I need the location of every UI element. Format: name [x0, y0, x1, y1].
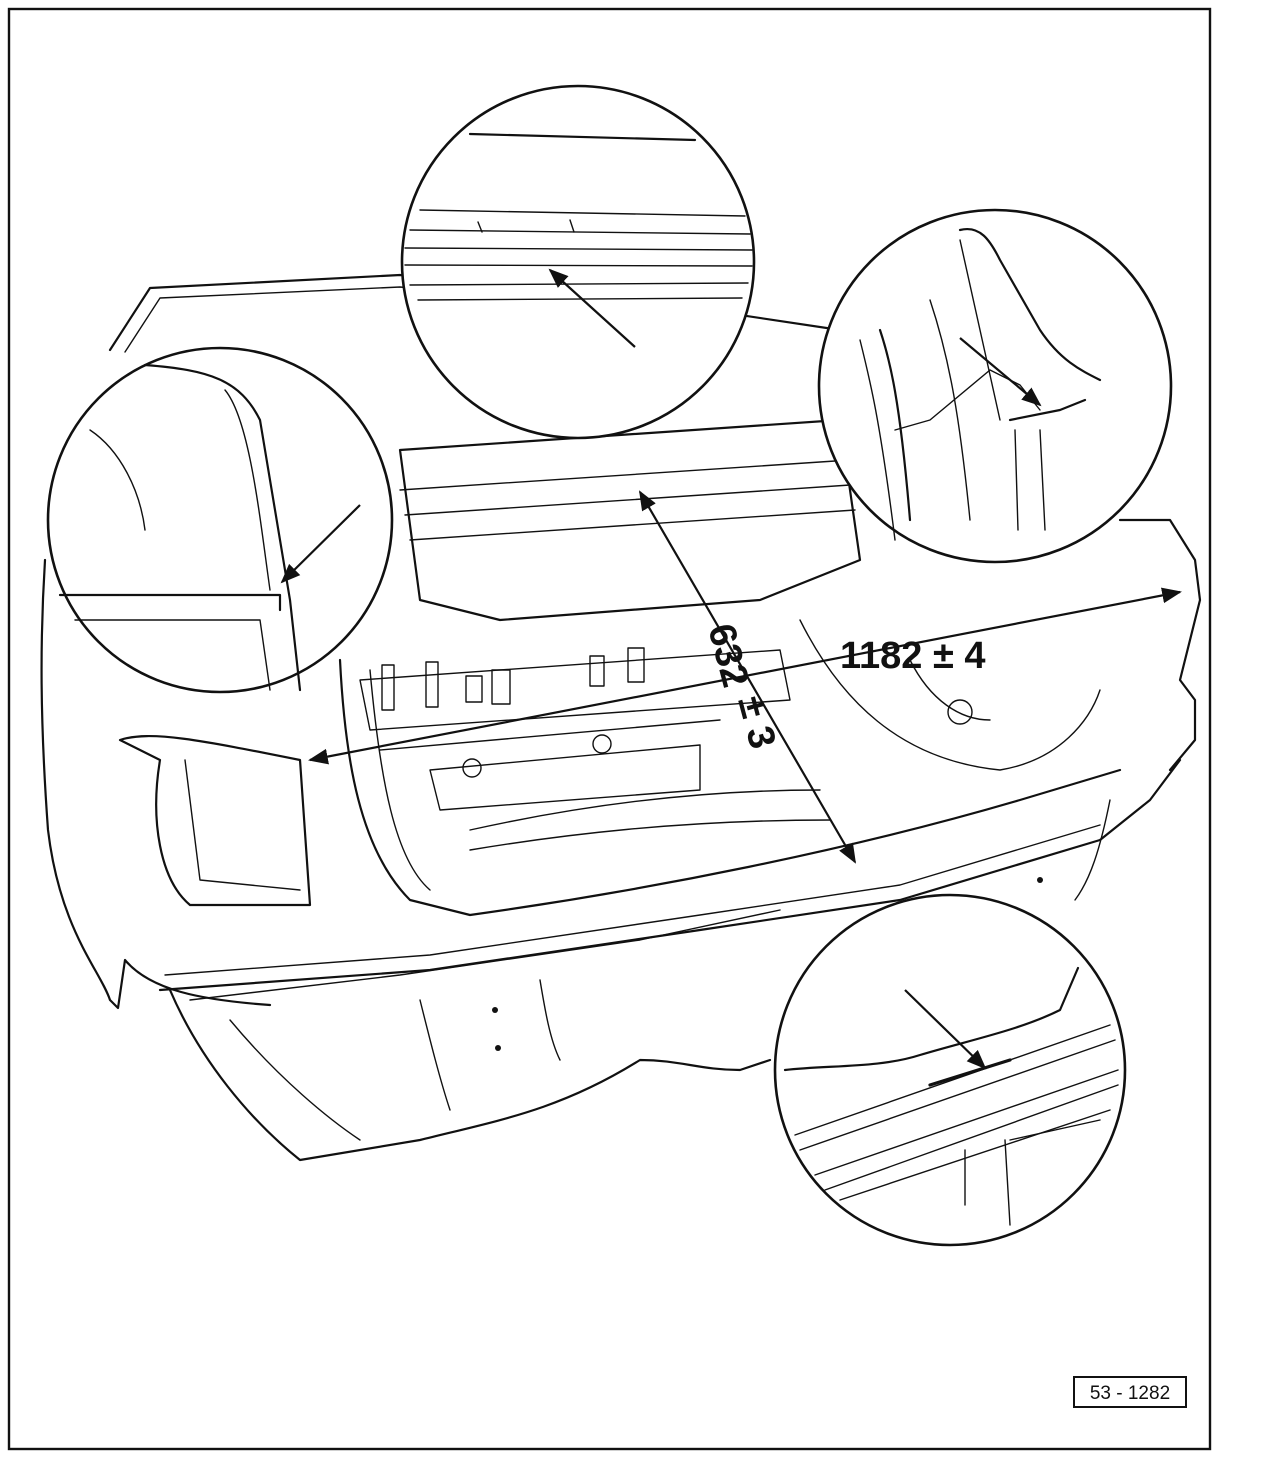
- reference-code: 53 - 1282: [1090, 1383, 1170, 1404]
- detail-circle-right: [817, 208, 1173, 564]
- width-dimension-label: 1182 ± 4: [840, 635, 986, 677]
- car-body-outline: [40, 273, 1202, 1162]
- detail-circle-bottom: [773, 893, 1127, 1247]
- page-frame: [7, 7, 1212, 1451]
- detail-circle-left: [46, 346, 394, 694]
- detail-circle-top: [400, 84, 756, 440]
- reference-code-box: [1073, 1376, 1187, 1408]
- dimension-arrows: [308, 490, 1182, 864]
- diagonal-dimension-value: 632: [699, 619, 756, 691]
